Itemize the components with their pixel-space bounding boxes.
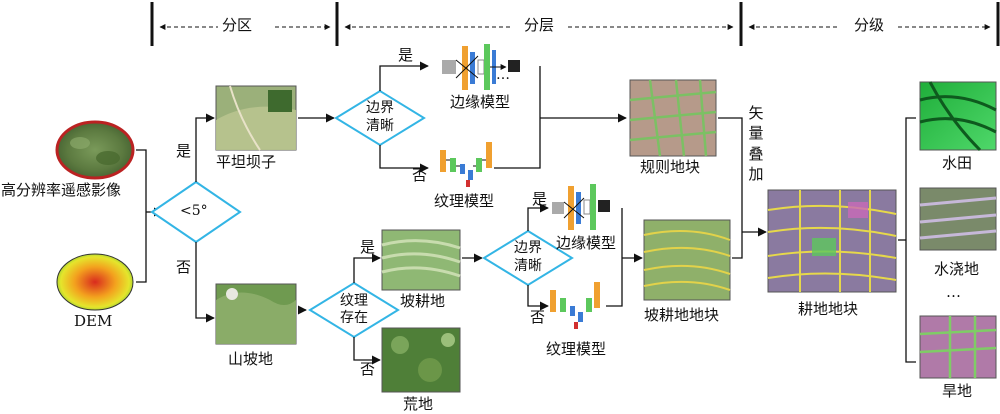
- stage-layer-label: 分层: [524, 16, 555, 34]
- dry-label: 旱地: [942, 382, 973, 400]
- output-ellipsis: …: [946, 283, 961, 301]
- slope-farmland-thumbnail: [381, 229, 461, 291]
- slope-parcel-thumbnail: [643, 219, 731, 301]
- paddy-label: 水田: [942, 154, 973, 172]
- texture-yes-label: 是: [360, 238, 376, 256]
- dem-input-thumbnail: [56, 253, 134, 311]
- stage-grade-label: 分级: [854, 16, 885, 34]
- texture-no-label: 否: [360, 360, 376, 378]
- vector-overlay-char: 叠: [748, 144, 764, 163]
- edge-model-top-label: 边缘模型: [450, 93, 511, 111]
- boundary-top-line1: 边界: [366, 100, 394, 116]
- mountain-label: 山坡地: [228, 350, 274, 368]
- farmland-parcel-label: 耕地地块: [798, 300, 859, 318]
- image-input-label: 高分辨率遥感影像: [1, 181, 122, 199]
- boundary-bottom-line1: 边界: [514, 240, 542, 256]
- stage-zone-label: 分区: [222, 16, 253, 34]
- texture-model-top-label: 纹理模型: [434, 192, 495, 210]
- texture-model-top-graphic: [440, 142, 492, 187]
- image-input-thumbnail: [55, 120, 135, 180]
- regular-parcel-thumbnail: [629, 79, 717, 157]
- vector-overlay-label: 矢 量 叠 加: [747, 103, 765, 184]
- wasteland-thumbnail: [381, 327, 461, 393]
- boundary-bottom-line2: 清晰: [514, 258, 542, 274]
- irrigated-label: 水浇地: [934, 260, 980, 278]
- boundary-top-yes-label: 是: [398, 46, 414, 64]
- slope-no-label: 否: [176, 258, 192, 276]
- texture-model-bottom-graphic: [550, 282, 600, 329]
- dry-thumbnail: [919, 315, 997, 379]
- texture-model-bottom-label: 纹理模型: [546, 340, 607, 358]
- irrigated-thumbnail: [919, 187, 997, 251]
- boundary-top-no-label: 否: [412, 166, 428, 184]
- slope-parcel-label: 坡耕地地块: [644, 306, 720, 324]
- texture-decision-line1: 纹理: [340, 293, 368, 309]
- texture-decision-line2: 存在: [340, 310, 368, 326]
- edge-model-top-ellipsis: …: [496, 67, 510, 83]
- boundary-bottom-yes-label: 是: [532, 190, 548, 208]
- dem-label: DEM: [74, 312, 113, 330]
- slope-farmland-label: 坡耕地: [400, 292, 446, 310]
- farmland-parcel-thumbnail: [767, 189, 897, 293]
- slope-yes-label: 是: [176, 142, 192, 160]
- vector-overlay-char: 量: [748, 124, 764, 143]
- slope-decision-label: <5°: [180, 203, 208, 219]
- edge-model-top-graphic: [442, 44, 520, 90]
- edge-model-bottom-label: 边缘模型: [556, 234, 617, 252]
- flat-label: 平坦坝子: [216, 153, 277, 171]
- boundary-top-line2: 清晰: [366, 118, 394, 134]
- paddy-thumbnail: [919, 81, 997, 152]
- boundary-bottom-no-label: 否: [530, 308, 546, 326]
- vector-overlay-char: 加: [748, 164, 764, 183]
- edge-model-bottom-graphic: [552, 184, 610, 230]
- wasteland-label: 荒地: [403, 395, 434, 413]
- regular-parcel-label: 规则地块: [640, 158, 701, 176]
- stage-header: [150, 2, 1000, 46]
- vector-overlay-char: 矢: [748, 104, 764, 122]
